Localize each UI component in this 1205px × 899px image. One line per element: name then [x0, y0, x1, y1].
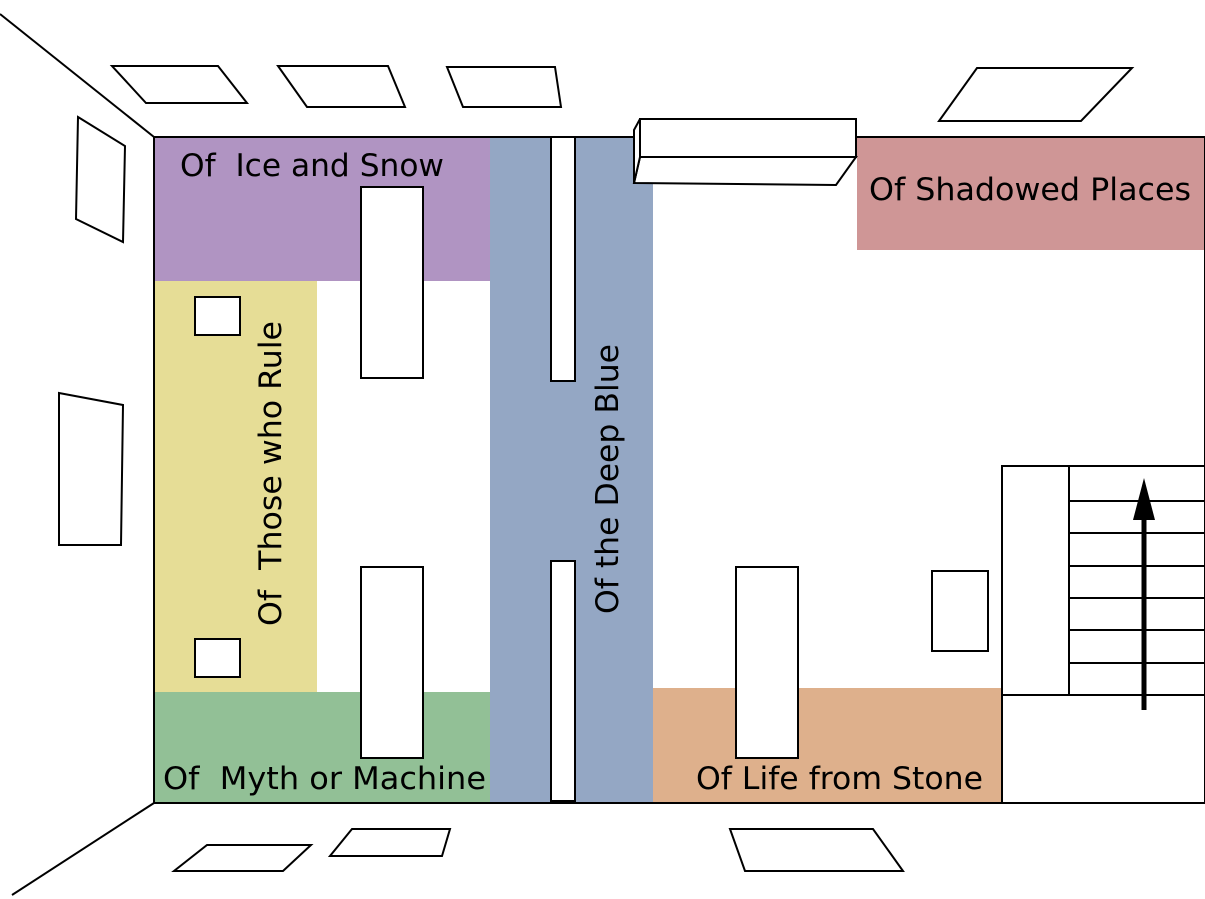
display-case [360, 566, 424, 759]
zone-label-those-who-rule: Of Those who Rule [253, 321, 289, 626]
floor-panel [728, 828, 905, 872]
arrow-up-icon [1133, 478, 1155, 710]
perspective-line-top [0, 13, 155, 138]
zone-label-deep-blue: Of the Deep Blue [590, 344, 626, 614]
small-display [194, 296, 241, 336]
staircase-icon [1001, 465, 1205, 804]
zone-label-myth-or-machine: Of Myth or Machine [163, 761, 486, 797]
zone-those-who-rule[interactable] [154, 281, 317, 692]
ceiling-panel [109, 65, 250, 104]
floor-panel [171, 844, 314, 872]
display-case [735, 566, 799, 759]
overhead-box-top [639, 118, 857, 158]
ceiling-panel [276, 65, 407, 108]
zone-label-shadowed-places: Of Shadowed Places [869, 172, 1191, 208]
wall-panel [74, 115, 127, 244]
zone-myth-or-machine[interactable] [154, 692, 490, 803]
zone-life-from-stone[interactable] [653, 688, 1002, 803]
zone-label-ice-and-snow: Of Ice and Snow [180, 148, 444, 184]
wall-panel [58, 391, 125, 546]
zone-label-life-from-stone: Of Life from Stone [696, 761, 983, 797]
overhead-box-side [633, 118, 641, 184]
ceiling-panel [937, 67, 1135, 122]
overhead-box-front [632, 156, 858, 187]
perspective-line-bottom [11, 802, 155, 896]
display-pillar [550, 136, 576, 382]
ceiling-panel [445, 66, 563, 108]
small-display [194, 638, 241, 678]
small-display [931, 570, 989, 652]
zone-shadowed-places[interactable] [857, 137, 1205, 250]
display-pillar [550, 560, 576, 802]
zone-ice-and-snow[interactable] [154, 137, 490, 281]
display-case [360, 186, 424, 379]
floor-panel [327, 828, 452, 857]
